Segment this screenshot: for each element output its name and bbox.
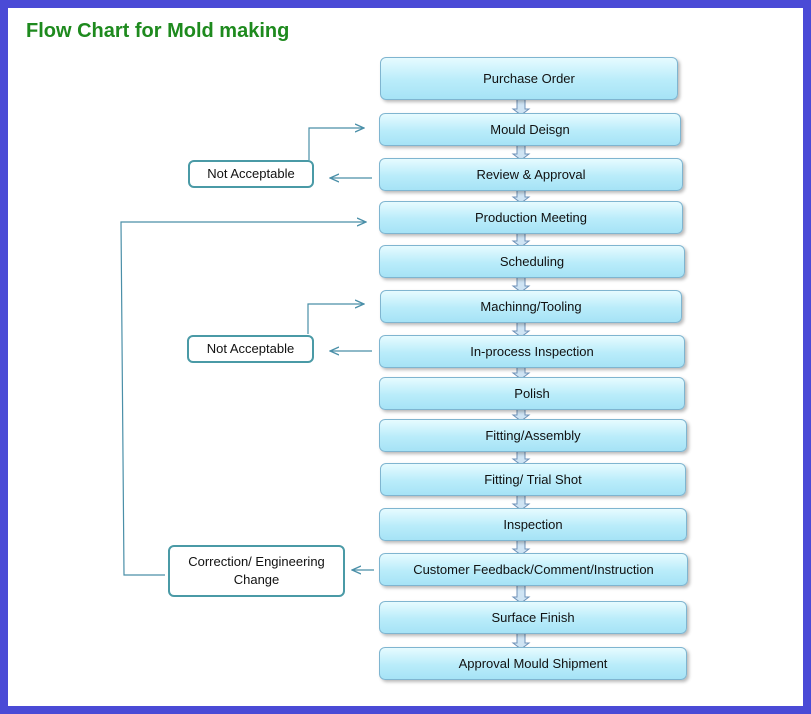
step-scheduling: Scheduling <box>379 245 685 278</box>
diagram-title: Flow Chart for Mold making <box>26 20 290 42</box>
step-polish: Polish <box>379 377 685 410</box>
step-mould-design: Mould Deisgn <box>379 113 681 146</box>
step-purchase-order: Purchase Order <box>380 57 678 100</box>
step-down-arrow <box>511 583 531 604</box>
not-acceptable-box-1: Not Acceptable <box>188 160 314 188</box>
step-fitting-assembly: Fitting/Assembly <box>379 419 687 452</box>
step-machining-tooling: Machinng/Tooling <box>380 290 682 323</box>
step-inprocess-inspection: In-process Inspection <box>379 335 685 368</box>
arrow-correction-to-production-meeting <box>120 222 366 576</box>
step-approval-shipment: Approval Mould Shipment <box>379 647 687 680</box>
step-down-arrows <box>511 97 531 650</box>
step-inspection: Inspection <box>379 508 687 541</box>
not-acceptable-box-2: Not Acceptable <box>187 335 314 363</box>
step-review-approval: Review & Approval <box>379 158 683 191</box>
arrow-not-acceptable-to-machining <box>307 304 364 334</box>
step-production-meeting: Production Meeting <box>379 201 683 234</box>
step-surface-finish: Surface Finish <box>379 601 687 634</box>
arrow-not-acceptable-to-mould-design <box>308 128 364 160</box>
step-customer-feedback: Customer Feedback/Comment/Instruction <box>379 553 688 586</box>
step-fitting-trial-shot: Fitting/ Trial Shot <box>380 463 686 496</box>
correction-engineering-box: Correction/ Engineering Change <box>168 545 345 597</box>
